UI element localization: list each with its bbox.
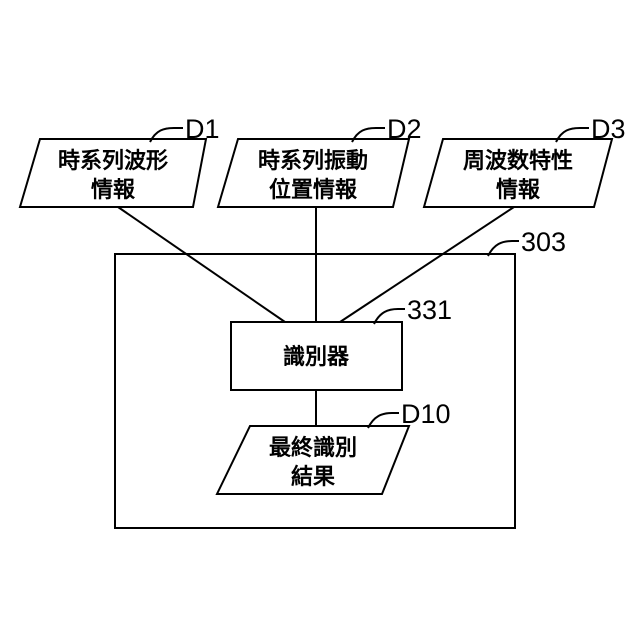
input-d3-line1: 周波数特性 — [463, 148, 573, 174]
ref-label-d10: D10 — [401, 399, 451, 429]
ref-label-d1: D1 — [185, 114, 220, 144]
input-d3-line2: 情報 — [496, 177, 541, 203]
ref-label-331: 331 — [407, 295, 452, 325]
input-d2-line1: 時系列振動 — [258, 149, 368, 174]
result-line1: 最終識別 — [269, 435, 357, 461]
ref-label-d3: D3 — [591, 114, 626, 144]
ref-label-303: 303 — [521, 227, 566, 257]
input-d2-line2: 位置情報 — [269, 177, 358, 203]
input-d1-line2: 情報 — [91, 177, 136, 203]
result-line2: 結果 — [291, 464, 335, 490]
classifier-label: 識別器 — [283, 344, 350, 370]
ref-label-d2: D2 — [387, 114, 422, 144]
input-d1-line1: 時系列波形 — [58, 149, 168, 174]
